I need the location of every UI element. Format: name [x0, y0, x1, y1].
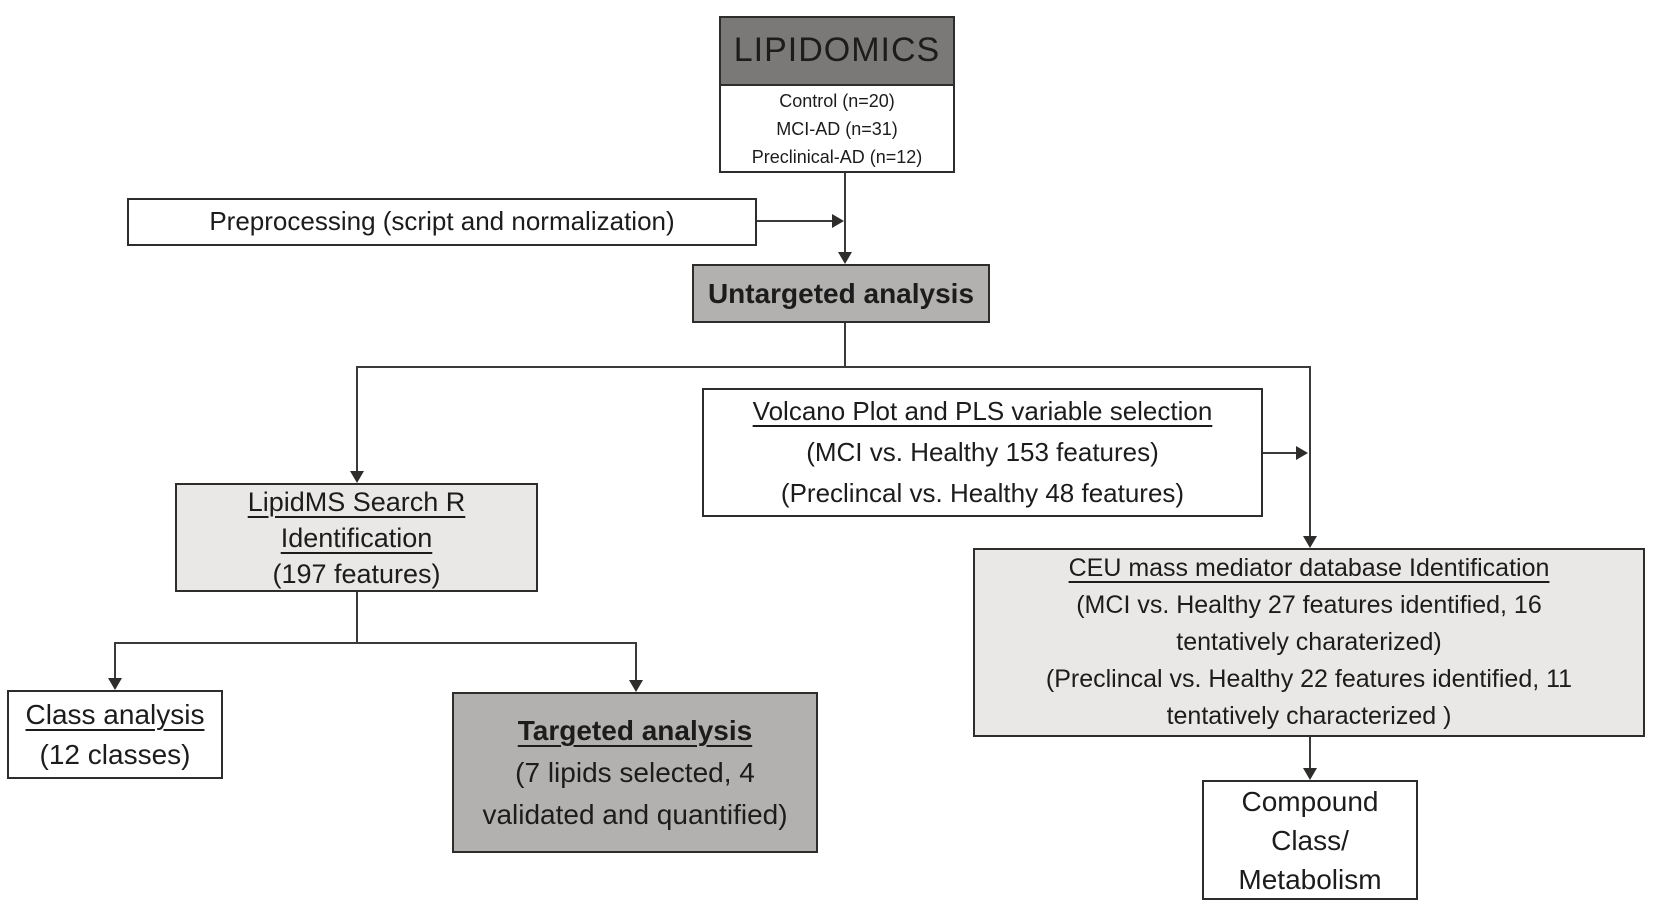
arrowhead-volcano — [1296, 446, 1308, 460]
volcano-pls-box: Volcano Plot and PLS variable selection … — [702, 388, 1263, 517]
cohort-box: Control (n=20) MCI-AD (n=31) Preclinical… — [719, 84, 955, 173]
connector-untargeted-stem — [844, 323, 846, 368]
arrowhead-into-untargeted — [838, 252, 852, 264]
ceu-mci-line1: (MCI vs. Healthy 27 features identified,… — [1076, 591, 1542, 619]
untargeted-analysis-label: Untargeted analysis — [707, 277, 975, 309]
connector-lipidomics-untargeted — [844, 173, 846, 254]
connector-branch-right — [1309, 366, 1311, 538]
connector-to-targeted — [635, 642, 637, 682]
arrowhead-into-compound — [1303, 768, 1317, 780]
lipidms-title-line2: Identification — [280, 522, 433, 553]
ceu-title: CEU mass mediator database Identificatio… — [1068, 554, 1550, 582]
connector-ceu-compound — [1309, 737, 1311, 770]
volcano-preclinical-line: (Preclincal vs. Healthy 48 features) — [780, 478, 1185, 508]
lipidms-title-line1: LipidMS Search R — [247, 486, 466, 517]
connector-to-class — [114, 642, 116, 680]
lipidms-identification-box: LipidMS Search R Identification (197 fea… — [175, 483, 538, 592]
untargeted-analysis-box: Untargeted analysis — [692, 264, 990, 323]
arrowhead-into-ceu — [1303, 536, 1317, 548]
connector-lower-horizontal — [114, 642, 637, 644]
class-analysis-subtitle: (12 classes) — [39, 738, 191, 770]
connector-volcano-branch — [1263, 452, 1298, 454]
lipidomics-title: LIPIDOMICS — [733, 31, 941, 70]
targeted-analysis-line2: validated and quantified) — [482, 798, 788, 830]
compound-line2: Class/ — [1271, 824, 1349, 856]
cohort-control: Control (n=20) — [779, 90, 895, 111]
arrowhead-into-class — [108, 678, 122, 690]
compound-line1: Compound — [1241, 785, 1379, 817]
preprocessing-box: Preprocessing (script and normalization) — [127, 198, 757, 246]
class-analysis-title: Class analysis — [25, 698, 205, 730]
lipidms-subtitle: (197 features) — [272, 558, 441, 589]
cohort-preclinical-ad: Preclinical-AD (n=12) — [751, 146, 923, 167]
ceu-preclinical-line2: tentatively characterized ) — [1166, 702, 1452, 730]
compound-class-box: Compound Class/ Metabolism — [1202, 780, 1418, 900]
connector-branch-left — [356, 366, 358, 473]
targeted-analysis-box: Targeted analysis (7 lipids selected, 4 … — [452, 692, 818, 853]
arrowhead-preprocessing — [832, 214, 844, 228]
targeted-analysis-line1: (7 lipids selected, 4 — [515, 756, 755, 788]
ceu-mci-line2: tentatively charaterized) — [1176, 628, 1442, 656]
arrowhead-into-lipidms — [350, 471, 364, 483]
connector-branch-horizontal — [356, 366, 1311, 368]
ceu-database-box: CEU mass mediator database Identificatio… — [973, 548, 1645, 737]
connector-lipidms-stem — [356, 592, 358, 644]
targeted-analysis-title: Targeted analysis — [517, 714, 753, 746]
cohort-mci-ad: MCI-AD (n=31) — [776, 118, 898, 139]
lipidomics-header-box: LIPIDOMICS — [719, 16, 955, 86]
compound-line3: Metabolism — [1238, 863, 1382, 895]
preprocessing-label: Preprocessing (script and normalization) — [209, 206, 675, 237]
volcano-mci-line: (MCI vs. Healthy 153 features) — [806, 437, 1159, 467]
class-analysis-box: Class analysis (12 classes) — [7, 690, 223, 779]
ceu-preclinical-line1: (Preclincal vs. Healthy 22 features iden… — [1045, 665, 1573, 693]
volcano-pls-title: Volcano Plot and PLS variable selection — [752, 396, 1213, 426]
connector-preprocessing — [757, 220, 833, 222]
arrowhead-into-targeted — [629, 680, 643, 692]
